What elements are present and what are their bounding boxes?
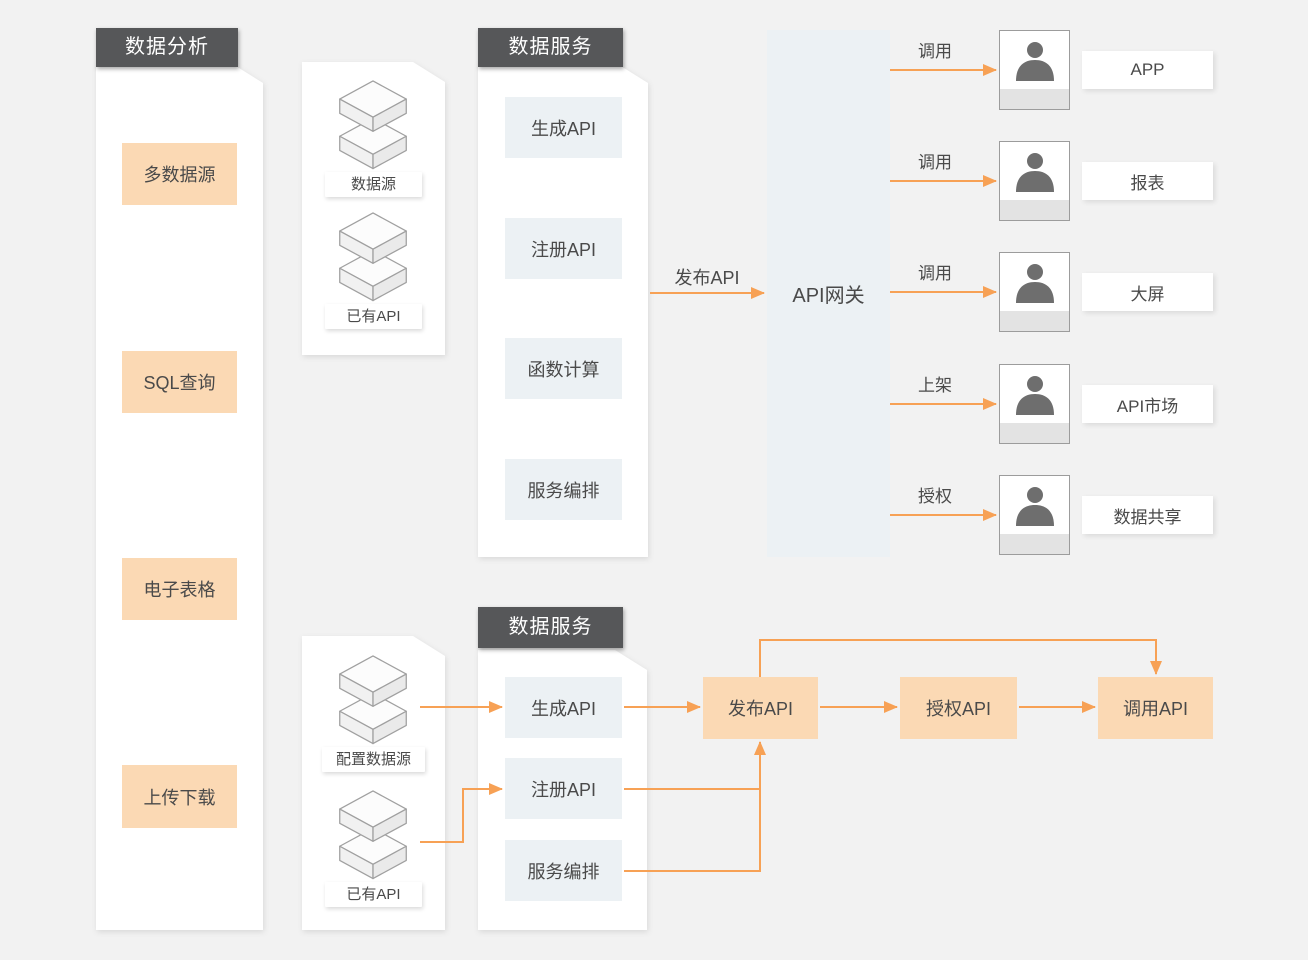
consumer-app: APP bbox=[1082, 51, 1213, 89]
avatar-strip bbox=[1000, 200, 1069, 220]
consumer-avatar bbox=[999, 141, 1070, 221]
node-call-api: 调用API bbox=[1098, 677, 1213, 739]
node-service-orchestration: 服务编排 bbox=[505, 459, 622, 520]
consumer-bigscreen: 大屏 bbox=[1082, 273, 1213, 311]
arrow-label-authorize: 授权 bbox=[918, 487, 952, 506]
label-existing-api-bottom: 已有API bbox=[325, 882, 422, 907]
node-register-api-bottom: 注册API bbox=[505, 758, 622, 819]
label-datasource: 数据源 bbox=[325, 172, 422, 197]
publish-api-arrow-label: 发布API bbox=[674, 268, 740, 288]
node-function-compute: 函数计算 bbox=[505, 338, 622, 399]
consumer-avatar bbox=[999, 30, 1070, 110]
arrow-label-call-1: 调用 bbox=[918, 42, 952, 61]
node-multi-datasource: 多数据源 bbox=[122, 143, 237, 205]
node-service-orchestration-bottom: 服务编排 bbox=[505, 840, 622, 901]
database-stack-icon bbox=[337, 212, 409, 307]
node-generate-api-bottom: 生成API bbox=[505, 677, 622, 738]
arrow-label-call-3: 调用 bbox=[918, 264, 952, 283]
node-register-api: 注册API bbox=[505, 218, 622, 279]
database-stack-icon bbox=[337, 655, 409, 750]
node-sql-query: SQL查询 bbox=[122, 351, 237, 413]
consumer-avatar bbox=[999, 364, 1070, 444]
bottom-service-title: 数据服务 bbox=[478, 607, 623, 648]
consumer-avatar bbox=[999, 475, 1070, 555]
avatar-strip bbox=[1000, 89, 1069, 109]
user-icon bbox=[1000, 253, 1069, 311]
database-stack-icon bbox=[337, 80, 409, 175]
consumer-report: 报表 bbox=[1082, 162, 1213, 200]
top-service-title: 数据服务 bbox=[478, 28, 623, 67]
arrow-label-call-2: 调用 bbox=[918, 153, 952, 172]
node-api-gateway: API网关 bbox=[767, 30, 890, 557]
consumer-api-market: API市场 bbox=[1082, 385, 1213, 423]
node-spreadsheet: 电子表格 bbox=[122, 558, 237, 620]
user-icon bbox=[1000, 365, 1069, 423]
database-stack-icon bbox=[337, 790, 409, 885]
node-authorize-api: 授权API bbox=[900, 677, 1017, 739]
consumer-data-sharing: 数据共享 bbox=[1082, 496, 1213, 534]
user-icon bbox=[1000, 31, 1069, 89]
arrow-publish-to-call-top bbox=[759, 639, 1162, 677]
user-icon bbox=[1000, 476, 1069, 534]
consumer-avatar bbox=[999, 252, 1070, 332]
arrow-label-listing: 上架 bbox=[918, 376, 952, 395]
label-config-datasource: 配置数据源 bbox=[322, 747, 425, 772]
avatar-strip bbox=[1000, 423, 1069, 443]
data-analysis-title: 数据分析 bbox=[96, 28, 238, 67]
user-icon bbox=[1000, 142, 1069, 200]
label-existing-api: 已有API bbox=[325, 304, 422, 329]
node-publish-api: 发布API bbox=[703, 677, 818, 739]
node-upload-download: 上传下载 bbox=[122, 765, 237, 828]
avatar-strip bbox=[1000, 534, 1069, 554]
avatar-strip bbox=[1000, 311, 1069, 331]
node-generate-api: 生成API bbox=[505, 97, 622, 158]
